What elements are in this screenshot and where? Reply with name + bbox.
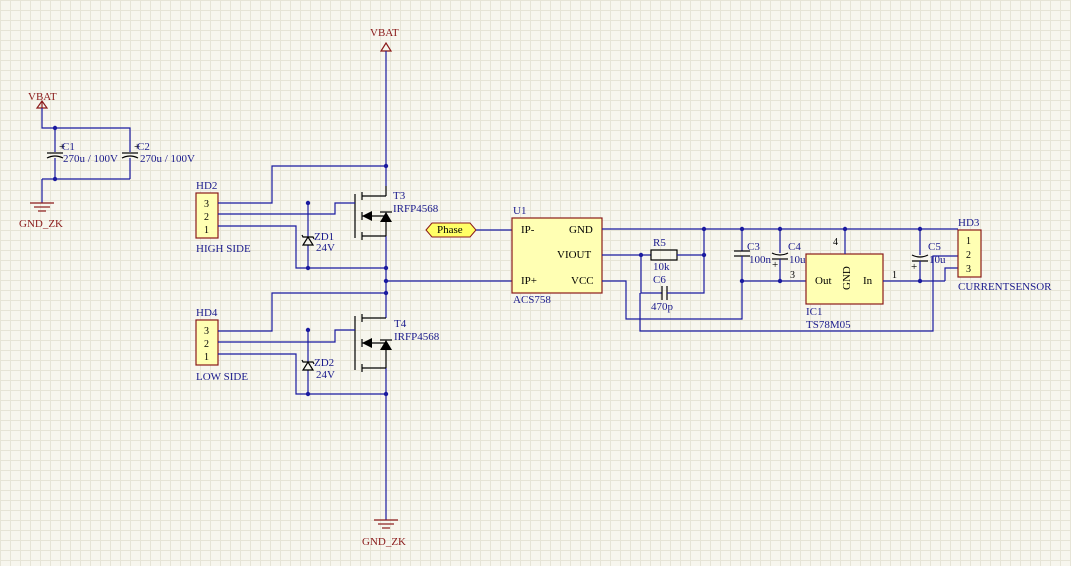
phase-label-text: Phase	[437, 224, 463, 236]
t4-part: IRFP4568	[394, 331, 440, 343]
hd4-designator: HD4	[196, 307, 218, 319]
vbat-label-main: VBAT	[370, 27, 399, 39]
vbat-label-caps: VBAT	[28, 91, 57, 103]
t4-designator: T4	[394, 318, 407, 330]
header-hd4[interactable]: HD4 3 2 1 LOW SIDE	[195, 307, 248, 383]
hd4-pin: 3	[204, 326, 209, 337]
r5-designator: R5	[653, 237, 666, 249]
c1-value: 270u / 100V	[63, 153, 118, 165]
ic-ic1-ts78m05[interactable]: 4 3 1 Out In GND IC1 TS78M05	[790, 229, 897, 331]
svg-text:+: +	[134, 141, 140, 153]
ic1-part: TS78M05	[806, 319, 851, 331]
u1-part: ACS758	[513, 294, 551, 306]
svg-text:+: +	[772, 259, 778, 271]
c2-value: 270u / 100V	[140, 153, 195, 165]
mosfet-t4[interactable]: T4 IRFP4568	[354, 314, 440, 372]
r5-value: 10k	[653, 261, 670, 273]
svg-text:+: +	[911, 261, 917, 273]
header-hd2[interactable]: HD2 3 2 1 HIGH SIDE	[195, 180, 251, 255]
zd2-value: 24V	[316, 369, 335, 381]
u1-pin-ip-minus: IP-	[521, 224, 535, 236]
ic1-designator: IC1	[806, 306, 823, 318]
capacitor-c4[interactable]	[771, 252, 789, 256]
c1-designator: C1	[62, 141, 75, 153]
bulk-capacitor-bank[interactable]: VBAT + + C1 270u / 100V C2 270u / 100V G…	[19, 91, 195, 230]
hd3-pin: 1	[966, 236, 971, 247]
mosfet-t3[interactable]: T3 IRFP4568	[354, 186, 439, 240]
ic1-pin-number-out: 3	[790, 270, 795, 281]
capacitor-c5[interactable]	[911, 254, 929, 258]
ic1-pin-in: In	[863, 275, 873, 287]
hd4-pin: 1	[204, 352, 209, 363]
ic1-pin-gnd: GND	[841, 266, 853, 290]
u1-pin-gnd: GND	[569, 224, 593, 236]
t3-designator: T3	[393, 190, 406, 202]
header-hd3[interactable]: HD3 1 2 3 CURRENTSENSOR	[957, 217, 1052, 293]
c6-value: 470p	[651, 301, 674, 313]
body-diode-icon	[380, 340, 392, 350]
vbat-port-arrow-icon	[379, 41, 393, 52]
ground-icon	[374, 519, 398, 529]
zener-diode-icon	[301, 360, 315, 371]
half-bridge[interactable]: VBAT GND_ZK T	[195, 27, 440, 548]
c2-designator: C2	[137, 141, 150, 153]
hd2-pin: 3	[204, 199, 209, 210]
hd2-pin: 2	[204, 212, 209, 223]
u1-designator: U1	[513, 205, 526, 217]
gnd-label-main: GND_ZK	[362, 536, 406, 548]
hd2-designator: HD2	[196, 180, 217, 192]
hd4-comment: LOW SIDE	[196, 371, 248, 383]
u1-pin-viout: VIOUT	[557, 249, 591, 261]
zd1-designator: ZD1	[314, 231, 334, 243]
zd2-designator: ZD2	[314, 357, 334, 369]
ground-icon	[30, 202, 54, 212]
resistor-r5[interactable]	[650, 249, 678, 261]
sensor-output-network[interactable]: R5 10k C6 470p C3 100n + C4 10u	[602, 217, 1052, 332]
zener-zd2[interactable]: ZD2 24V	[301, 327, 335, 397]
c4-designator: C4	[788, 241, 801, 253]
ic1-pin-number-in: 1	[892, 270, 897, 281]
zener-diode-icon	[301, 235, 315, 246]
hd3-pin: 3	[966, 264, 971, 275]
c4-value: 10u	[789, 254, 806, 266]
c6-designator: C6	[653, 274, 666, 286]
hd2-pin: 1	[204, 225, 209, 236]
gnd-label-caps: GND_ZK	[19, 218, 63, 230]
u1-pin-ip-plus: IP+	[521, 275, 537, 287]
hd3-designator: HD3	[958, 217, 980, 229]
ic-u1-acs758[interactable]: U1 IP- IP+ GND VIOUT VCC ACS758	[511, 205, 603, 306]
hd3-comment: CURRENTSENSOR	[958, 281, 1052, 293]
svg-text:+: +	[59, 141, 65, 153]
zd1-value: 24V	[316, 242, 335, 254]
zener-zd1[interactable]: ZD1 24V	[301, 200, 335, 271]
c5-designator: C5	[928, 241, 941, 253]
hd3-pin: 2	[966, 250, 971, 261]
ic1-pin-out: Out	[815, 275, 832, 287]
t3-part: IRFP4568	[393, 203, 439, 215]
u1-pin-vcc: VCC	[571, 275, 594, 287]
phase-net-label[interactable]: Phase	[425, 222, 512, 238]
c3-designator: C3	[747, 241, 760, 253]
body-diode-icon	[380, 212, 392, 222]
c3-value: 100n	[749, 254, 772, 266]
hd2-comment: HIGH SIDE	[196, 243, 251, 255]
hd4-pin: 2	[204, 339, 209, 350]
ic1-pin-number-gnd: 4	[833, 237, 838, 248]
